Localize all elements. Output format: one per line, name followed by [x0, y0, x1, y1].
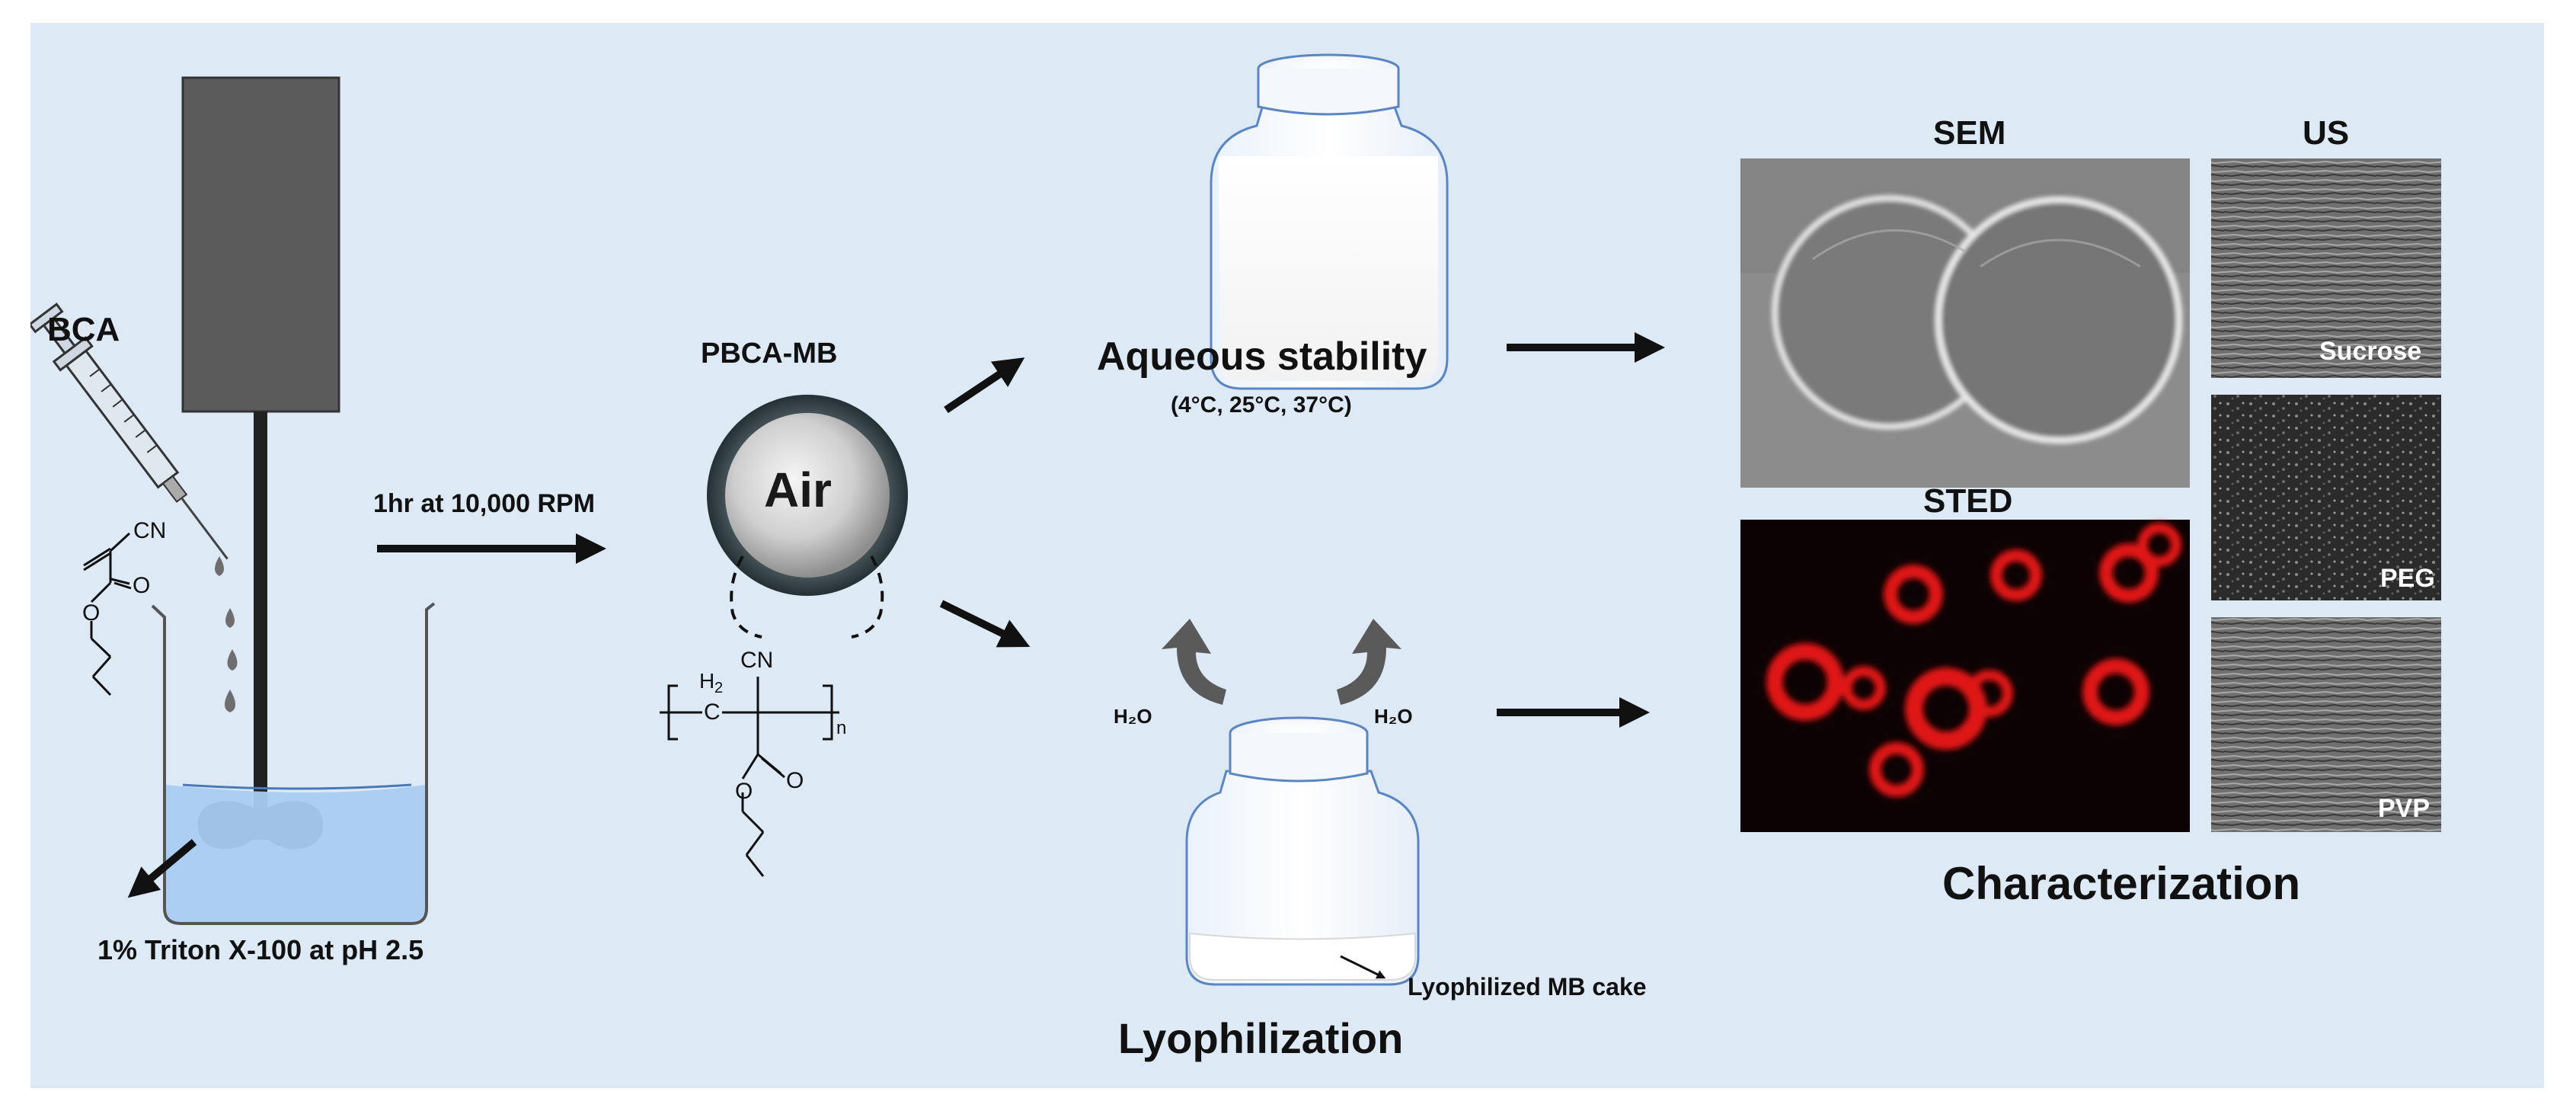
bca-monomer-structure: [83, 532, 132, 696]
curved-arrow-right-icon: [1337, 619, 1401, 705]
polymer-c-label: C: [704, 699, 721, 725]
temperatures-label: (4°C, 25°C, 37°C): [1171, 392, 1352, 418]
monomer-cn-label: CN: [133, 518, 167, 543]
polymer-h-subscript: 2: [714, 680, 724, 696]
bca-droplets: [215, 556, 238, 712]
lyophilized-cake-label: Lyophilized MB cake: [1408, 973, 1647, 1000]
aqueous-stability-label: Aqueous stability: [1097, 335, 1427, 379]
sted-image: [1740, 520, 2190, 832]
monomer-o2-label: O: [82, 600, 101, 626]
characterization-label: Characterization: [1942, 858, 2301, 909]
us-sucrose-label: Sucrose: [2319, 337, 2422, 366]
curved-arrow-left-icon: [1162, 619, 1226, 705]
homogenizer: [181, 76, 340, 850]
us-images: [2211, 158, 2441, 832]
h2o-right-label: H₂O: [1374, 705, 1413, 728]
pbca-polymer-structure: [660, 677, 839, 877]
diagram-art: [30, 53, 2441, 986]
sublimation-arrows: [1162, 619, 1401, 705]
process-arrows: [127, 332, 1665, 898]
polymer-n-label: n: [836, 718, 847, 738]
beaker: [151, 602, 436, 925]
sted-label: STED: [1923, 482, 2013, 520]
lyophilized-vial: [1185, 716, 1420, 986]
us-image-sucrose: [2211, 158, 2441, 378]
to-lyophilization-arrow: [939, 600, 1031, 648]
diagram-panel: BCA 1% Triton X-100 at pH 2.5 1hr at 10,…: [30, 23, 2544, 1088]
h2o-left-label: H₂O: [1114, 705, 1152, 728]
monomer-o-label: O: [133, 573, 151, 598]
bca-label: BCA: [47, 311, 120, 348]
us-image-peg: [2211, 395, 2441, 600]
polymer-cn-label: CN: [740, 648, 774, 673]
syringe-icon: [30, 303, 229, 560]
to-aqueous-arrow: [944, 357, 1025, 414]
pbca-microbubble: [707, 395, 908, 639]
us-pvp-label: PVP: [2378, 794, 2431, 823]
aqueous-vial: [1210, 53, 1449, 390]
rpm-label: 1hr at 10,000 RPM: [373, 489, 596, 518]
sem-label: SEM: [1933, 114, 2006, 152]
polymer-o2-label: O: [735, 779, 753, 804]
us-peg-label: PEG: [2380, 564, 2435, 593]
pbca-mb-label: PBCA-MB: [701, 338, 838, 370]
triton-pointer-arrow: [127, 839, 197, 898]
lyophilization-label: Lyophilization: [1118, 1014, 1404, 1062]
polymer-h-label: H: [699, 669, 715, 693]
triton-label: 1% Triton X-100 at pH 2.5: [97, 934, 424, 965]
sem-image: [1740, 158, 2190, 488]
us-image-pvp: [2211, 617, 2441, 832]
air-label: Air: [764, 463, 832, 517]
us-label: US: [2303, 114, 2350, 152]
polymer-o-label: O: [786, 768, 804, 793]
